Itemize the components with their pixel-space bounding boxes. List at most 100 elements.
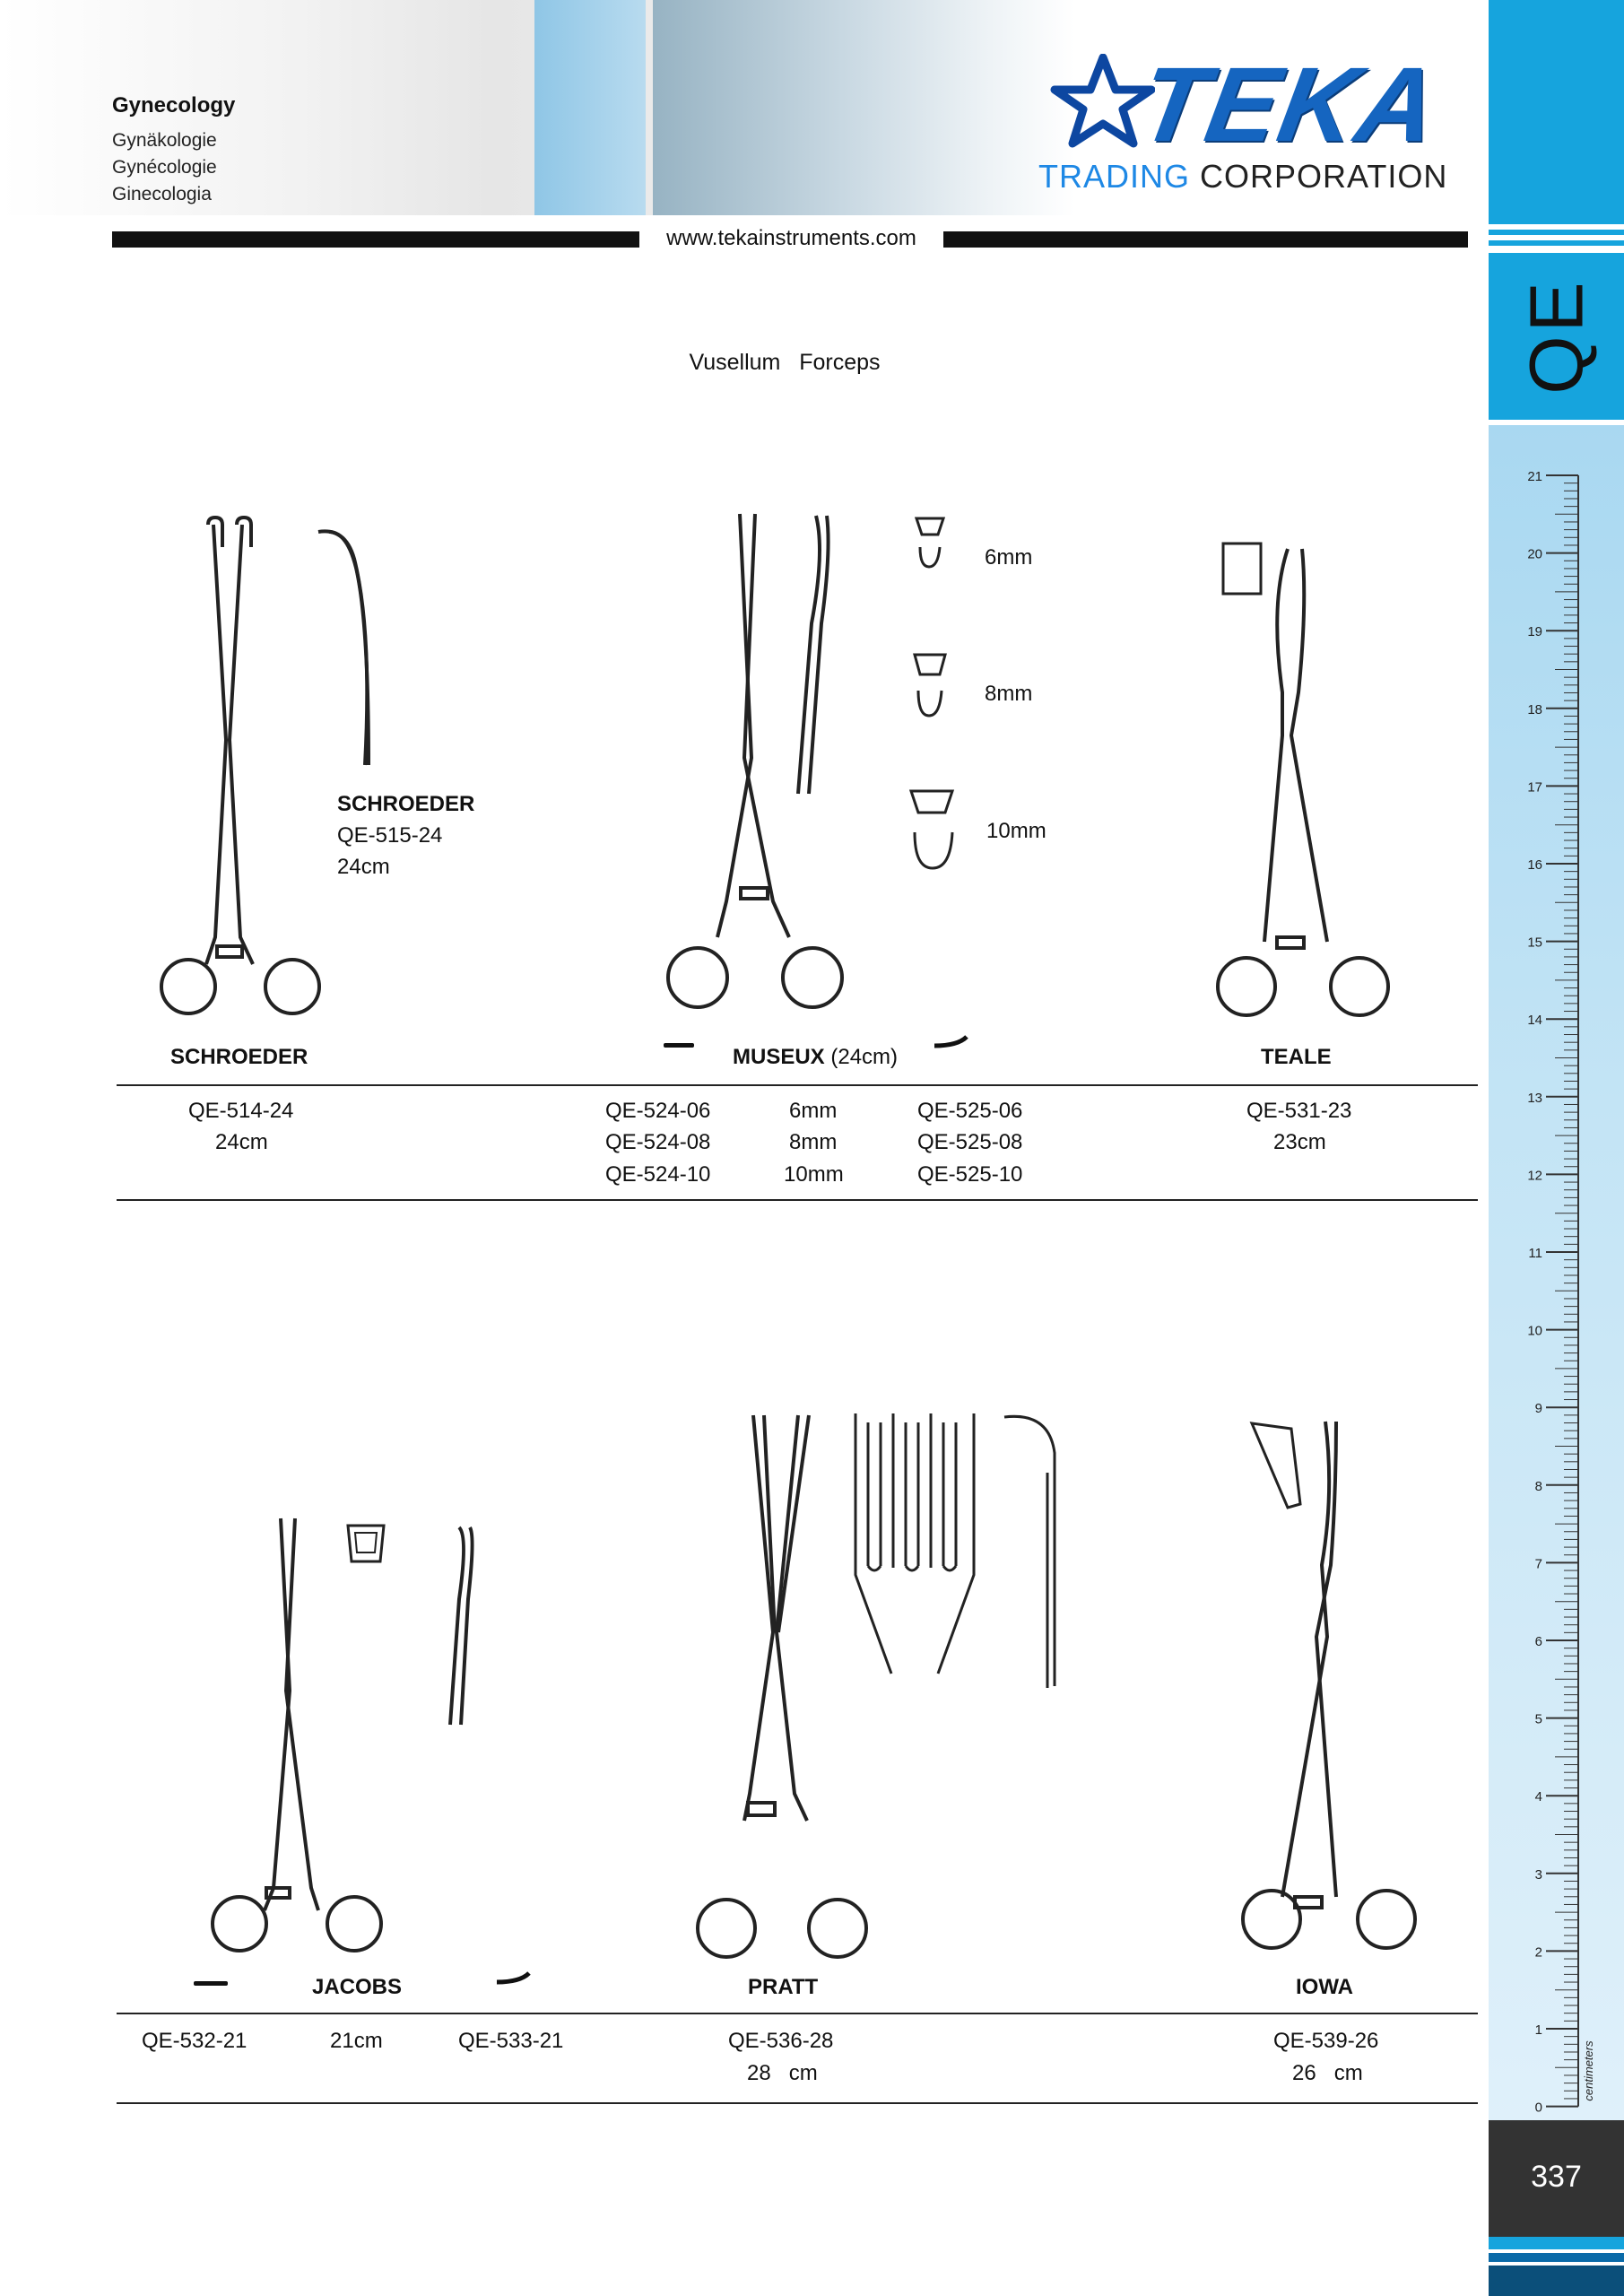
museux-code-b: QE-525-06: [917, 1099, 1023, 1123]
page-number: 337: [1531, 2160, 1582, 2194]
ruler-tick-label: 3: [1535, 1867, 1542, 1883]
teale-code: QE-531-23: [1246, 1099, 1352, 1123]
museux-jaw-10mm: 10mm: [986, 819, 1046, 843]
category-translation-de: Gynäkologie: [112, 130, 217, 151]
logo-sub-trading: TRADING: [1038, 158, 1190, 195]
ruler-tick-label: 20: [1527, 547, 1542, 562]
ruler-unit-label: centimeters: [1582, 2040, 1595, 2101]
schroeder-side-size: 24cm: [337, 855, 390, 879]
header-accent-band: [534, 0, 646, 215]
pratt-label: PRATT: [748, 1975, 819, 1999]
table-rule-bottom: [117, 1199, 1478, 1201]
iowa-size: 26 cm: [1292, 2061, 1363, 2085]
ruler-tick-label: 17: [1527, 779, 1542, 795]
jacobs-code-a: QE-532-21: [142, 2029, 248, 2053]
ruler-tick-label: 12: [1527, 1168, 1542, 1183]
header-rule-right: [943, 231, 1468, 248]
museux-code-b: QE-525-10: [917, 1162, 1023, 1187]
pratt-forceps-image: [696, 1414, 868, 1959]
ruler-tick-label: 6: [1535, 1634, 1542, 1649]
pratt-size: 28 cm: [747, 2061, 818, 2085]
page-title: Vusellum Forceps: [689, 350, 881, 375]
ruler-tick-label: 11: [1528, 1246, 1542, 1261]
jacobs-size: 21cm: [330, 2029, 383, 2053]
museux-code-a: QE-524-06: [605, 1099, 711, 1123]
museux-size: 8mm: [789, 1130, 838, 1154]
iowa-code: QE-539-26: [1273, 2029, 1379, 2053]
pratt-tooth-detail-image: [854, 1413, 976, 1674]
header-logo-area: [1074, 0, 1489, 215]
section-code: QE: [1514, 278, 1598, 395]
iowa-label: IOWA: [1296, 1975, 1353, 1999]
category-title: Gynecology: [112, 93, 236, 117]
ruler-scale: 2120191817161514131211109876543210centim…: [1527, 469, 1595, 2116]
curved-jaw-icon: [496, 1971, 531, 1985]
sidebar-footer-stripe: [1489, 2253, 1624, 2262]
ruler-tick-label: 7: [1535, 1556, 1542, 1571]
schroeder-side-code: QE-515-24: [337, 823, 443, 848]
ruler-tick-label: 21: [1527, 469, 1542, 484]
museux-code-b: QE-525-08: [917, 1130, 1023, 1154]
jacobs-label: JACOBS: [312, 1975, 403, 1999]
museux-size: (24cm): [830, 1045, 899, 1069]
ruler-tick-label: 13: [1527, 1091, 1542, 1106]
jacobs-code-b: QE-533-21: [458, 2029, 564, 2053]
page-number-block: 337: [1489, 2120, 1624, 2237]
sidebar-footer-stripe: [1489, 2237, 1624, 2249]
ruler-tick-label: 9: [1535, 1401, 1542, 1416]
schroeder-size: 24cm: [215, 1130, 268, 1154]
sidebar-footer-stripe: [1489, 2266, 1624, 2296]
ruler-tick-label: 18: [1527, 702, 1542, 718]
logo-wordmark: TEKA: [1131, 46, 1447, 164]
museux-jaw-6mm: 6mm: [985, 545, 1033, 570]
museux-code-a: QE-524-08: [605, 1130, 711, 1154]
ruler-tick-label: 5: [1535, 1712, 1542, 1727]
schroeder-forceps-image: [160, 516, 321, 1015]
ruler-tick-label: 1: [1535, 2022, 1542, 2038]
schroeder-side-name: SCHROEDER: [337, 792, 475, 816]
ruler-tick-label: 8: [1535, 1479, 1542, 1494]
teale-label: TEALE: [1261, 1045, 1332, 1069]
sidebar-stripe: [1489, 240, 1624, 246]
category-translation-it: Ginecologia: [112, 184, 212, 204]
jacobs-jaw-detail-image: [346, 1524, 386, 1563]
header-accent-gradient: [653, 0, 1074, 215]
iowa-forceps-image: [1241, 1421, 1417, 1950]
museux-label: MUSEUX (24cm): [733, 1045, 898, 1070]
museux-code-a: QE-524-10: [605, 1162, 711, 1187]
schroeder-label: SCHROEDER: [170, 1045, 308, 1069]
museux-size: 6mm: [789, 1099, 838, 1123]
sidebar-top-block: [1489, 0, 1624, 224]
pratt-code: QE-536-28: [728, 2029, 834, 2053]
logo-sub-corporation: CORPORATION: [1200, 158, 1448, 195]
ruler-tick-label: 14: [1527, 1013, 1542, 1028]
museux-jaw-8mm: 8mm: [985, 682, 1033, 706]
teka-logo: TEKA TRADING CORPORATION: [1038, 46, 1469, 196]
ruler-tick-label: 16: [1527, 857, 1542, 873]
museux-forceps-image: [666, 513, 844, 1009]
straight-jaw-icon: [194, 1981, 228, 1986]
ruler-tick-label: 2: [1535, 1944, 1542, 1960]
table-rule-top: [117, 2013, 1478, 2014]
teale-size: 23cm: [1273, 1130, 1326, 1154]
ruler-tick-label: 4: [1535, 1789, 1542, 1805]
section-tab: QE: [1489, 253, 1624, 420]
website-link[interactable]: www.tekainstruments.com: [666, 226, 916, 250]
museux-size: 10mm: [784, 1162, 844, 1187]
museux-name: MUSEUX: [733, 1045, 825, 1069]
ruler-tick-label: 0: [1535, 2100, 1542, 2116]
schroeder-code: QE-514-24: [188, 1099, 294, 1123]
teale-forceps-image: [1216, 542, 1390, 1017]
sidebar-stripe: [1489, 230, 1624, 235]
ruler-tick-label: 15: [1527, 935, 1542, 951]
table-rule-top: [117, 1084, 1478, 1086]
jacobs-forceps-image: [211, 1518, 383, 1952]
pratt-side-detail-image: [1003, 1414, 1056, 1688]
header-rule-left: [112, 231, 639, 248]
straight-jaw-icon: [664, 1043, 694, 1048]
category-translation-fr: Gynécologie: [112, 157, 217, 178]
schroeder-side-view-image: [317, 529, 370, 766]
jacobs-side-view-image: [448, 1526, 474, 1726]
museux-jaw-details-image: [908, 517, 955, 870]
